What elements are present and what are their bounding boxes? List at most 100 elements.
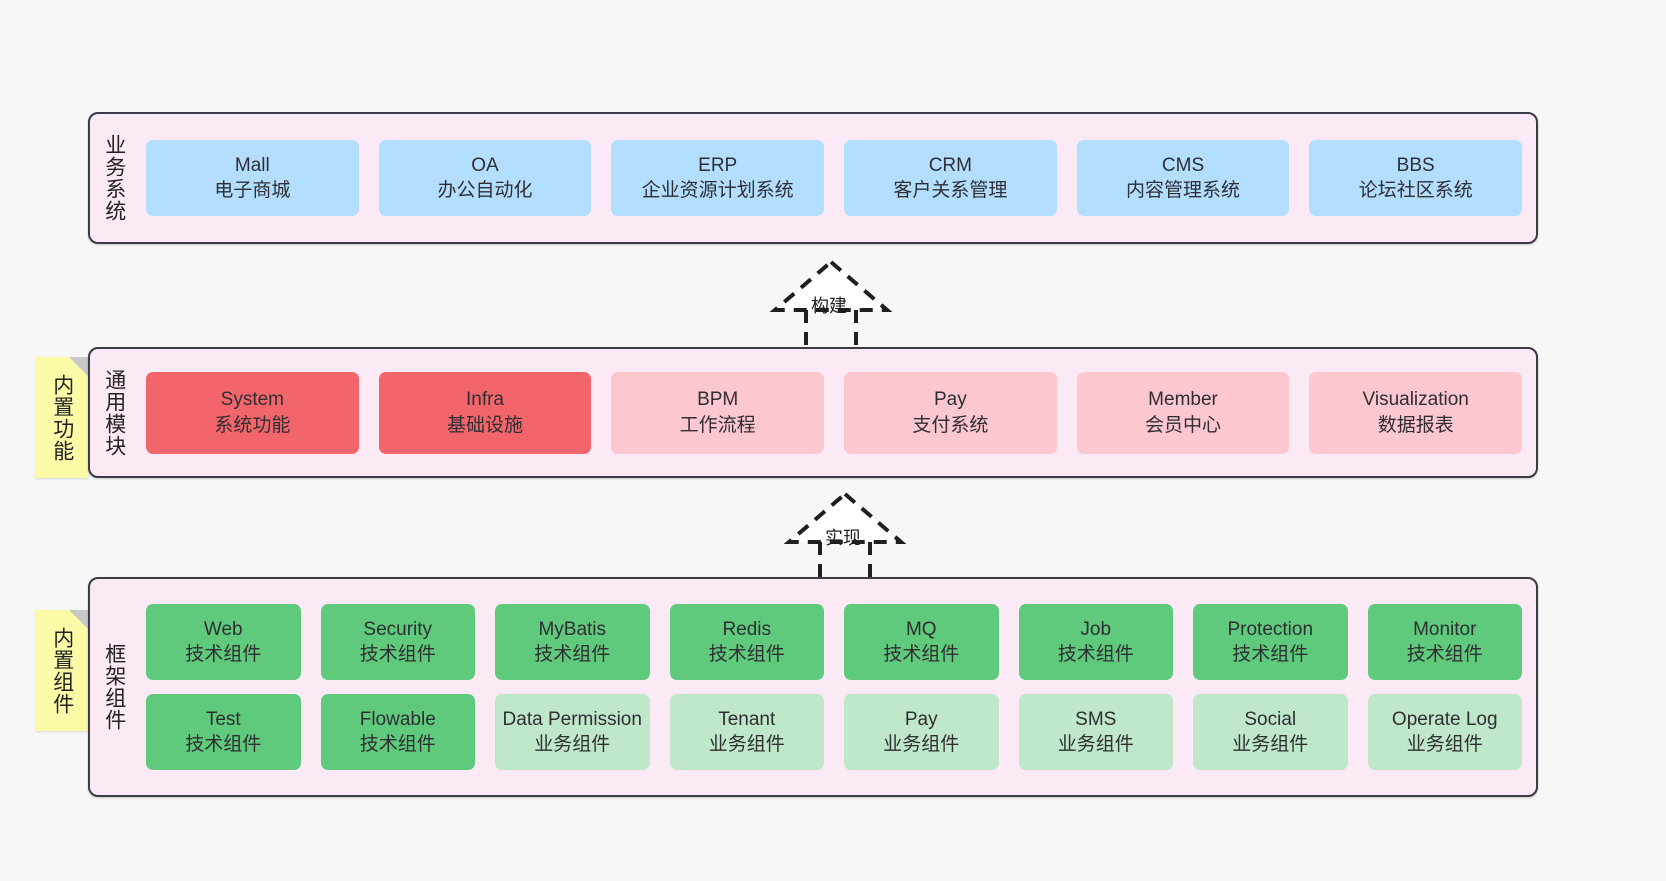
card-test-desc: 技术组件 xyxy=(185,734,262,755)
card-erp-name: ERP xyxy=(698,154,738,176)
card-member-desc: 会员中心 xyxy=(1145,414,1222,436)
common-modules-row: System 系统功能 Infra 基础设施 BPM 工作流程 Pay 支付系统… xyxy=(146,371,1523,454)
card-member-name: Member xyxy=(1148,389,1218,411)
card-pay-module-name: Pay xyxy=(933,389,967,411)
note-builtin-components-label: 内置组件 xyxy=(50,626,74,715)
card-monitor[interactable]: Monitor 技术组件 xyxy=(1367,604,1522,680)
card-security-desc: 技术组件 xyxy=(359,644,436,665)
card-mybatis[interactable]: MyBatis 技术组件 xyxy=(495,604,650,680)
card-pay-module-desc: 支付系统 xyxy=(912,414,989,436)
card-flowable-desc: 技术组件 xyxy=(359,734,436,755)
layer-common-modules-title: 通用模块 xyxy=(102,368,126,457)
card-data-permission-name: Data Permission xyxy=(502,708,642,730)
card-mall-name: Mall xyxy=(234,154,270,176)
card-redis-name: Redis xyxy=(722,618,772,640)
connector-implement-label: 实现 xyxy=(825,528,861,548)
card-tenant[interactable]: Tenant 业务组件 xyxy=(669,694,824,770)
layer-framework-components-title: 框架组件 xyxy=(102,643,126,731)
card-security[interactable]: Security 技术组件 xyxy=(320,604,475,680)
card-system-desc: 系统功能 xyxy=(214,414,291,436)
card-security-name: Security xyxy=(363,618,433,640)
card-web-name: Web xyxy=(203,618,243,640)
card-data-permission[interactable]: Data Permission 业务组件 xyxy=(495,694,650,770)
card-pay-component[interactable]: Pay 业务组件 xyxy=(844,694,999,770)
card-tenant-desc: 业务组件 xyxy=(708,734,785,755)
card-oa-name: OA xyxy=(471,154,499,176)
note-builtin-features-label: 内置功能 xyxy=(50,373,74,462)
card-operate-log[interactable]: Operate Log 业务组件 xyxy=(1367,694,1522,770)
card-pay-component-name: Pay xyxy=(904,708,938,730)
card-cms[interactable]: CMS 内容管理系统 xyxy=(1076,140,1290,216)
card-visualization-name: Visualization xyxy=(1362,389,1469,411)
layer-common-modules: 通用模块 System 系统功能 Infra 基础设施 BPM 工作流程 Pay… xyxy=(88,347,1538,478)
card-operate-log-name: Operate Log xyxy=(1391,708,1498,730)
build-shaft xyxy=(804,310,858,346)
card-bbs[interactable]: BBS 论坛社区系统 xyxy=(1309,140,1523,216)
card-mq-name: MQ xyxy=(905,618,937,640)
card-pay-module[interactable]: Pay 支付系统 xyxy=(844,371,1057,454)
card-bpm[interactable]: BPM 工作流程 xyxy=(611,371,825,454)
card-test-name: Test xyxy=(205,708,241,730)
card-protection[interactable]: Protection 技术组件 xyxy=(1193,604,1348,680)
card-monitor-name: Monitor xyxy=(1413,618,1477,640)
card-infra-desc: 基础设施 xyxy=(447,414,524,436)
card-bbs-desc: 论坛社区系统 xyxy=(1358,180,1473,201)
card-tenant-name: Tenant xyxy=(718,708,776,730)
card-crm[interactable]: CRM 客户关系管理 xyxy=(844,140,1057,216)
card-social-desc: 业务组件 xyxy=(1232,734,1309,755)
card-mall[interactable]: Mall 电子商城 xyxy=(146,140,359,216)
card-visualization-desc: 数据报表 xyxy=(1377,414,1454,436)
card-system[interactable]: System 系统功能 xyxy=(146,371,359,454)
card-data-permission-desc: 业务组件 xyxy=(534,734,611,755)
card-mybatis-name: MyBatis xyxy=(538,618,607,640)
build-arrowhead xyxy=(769,259,893,312)
card-web[interactable]: Web 技术组件 xyxy=(146,604,301,680)
card-crm-desc: 客户关系管理 xyxy=(893,180,1008,201)
implement-shaft xyxy=(818,542,872,578)
card-social-name: Social xyxy=(1244,708,1297,730)
card-mq[interactable]: MQ 技术组件 xyxy=(844,604,999,680)
card-job-name: Job xyxy=(1080,618,1112,640)
card-redis[interactable]: Redis 技术组件 xyxy=(669,604,824,680)
card-oa-desc: 办公自动化 xyxy=(437,180,533,201)
card-infra-name: Infra xyxy=(465,389,505,411)
framework-components-row-business: Test 技术组件 Flowable 技术组件 Data Permission … xyxy=(146,694,1522,770)
card-mq-desc: 技术组件 xyxy=(883,644,960,665)
card-infra[interactable]: Infra 基础设施 xyxy=(378,371,592,454)
card-member[interactable]: Member 会员中心 xyxy=(1076,371,1290,454)
card-erp[interactable]: ERP 企业资源计划系统 xyxy=(611,140,825,216)
layer-business-system-body: Mall 电子商城 OA 办公自动化 ERP 企业资源计划系统 CRM 客户关系… xyxy=(138,114,1536,242)
card-erp-desc: 企业资源计划系统 xyxy=(641,180,794,201)
card-job[interactable]: Job 技术组件 xyxy=(1018,604,1173,680)
business-system-row: Mall 电子商城 OA 办公自动化 ERP 企业资源计划系统 CRM 客户关系… xyxy=(146,140,1523,216)
card-web-desc: 技术组件 xyxy=(185,644,262,665)
framework-components-row-tech: Web 技术组件 Security 技术组件 MyBatis 技术组件 Redi… xyxy=(146,604,1522,680)
connector-build-label: 构建 xyxy=(811,296,847,316)
card-bpm-name: BPM xyxy=(697,389,739,411)
layer-common-modules-body: System 系统功能 Infra 基础设施 BPM 工作流程 Pay 支付系统… xyxy=(138,349,1536,476)
card-pay-component-desc: 业务组件 xyxy=(883,734,960,755)
layer-business-system-title: 业务系统 xyxy=(102,134,126,222)
connector-build: 构建 xyxy=(756,258,906,346)
note-builtin-features: 内置功能 xyxy=(36,357,88,478)
layer-framework-components-body: Web 技术组件 Security 技术组件 MyBatis 技术组件 Redi… xyxy=(138,579,1536,795)
card-redis-desc: 技术组件 xyxy=(708,644,785,665)
card-visualization[interactable]: Visualization 数据报表 xyxy=(1309,371,1523,454)
card-flowable[interactable]: Flowable 技术组件 xyxy=(320,694,475,770)
card-sms-desc: 业务组件 xyxy=(1057,734,1134,755)
card-monitor-desc: 技术组件 xyxy=(1406,644,1483,665)
card-bpm-desc: 工作流程 xyxy=(679,414,756,436)
card-crm-name: CRM xyxy=(928,154,972,176)
card-oa[interactable]: OA 办公自动化 xyxy=(378,140,592,216)
card-social[interactable]: Social 业务组件 xyxy=(1193,694,1348,770)
implement-arrowhead xyxy=(783,491,907,544)
connector-implement: 实现 xyxy=(770,490,920,578)
card-flowable-name: Flowable xyxy=(359,708,436,730)
card-test[interactable]: Test 技术组件 xyxy=(146,694,301,770)
layer-framework-components: 框架组件 Web 技术组件 Security 技术组件 MyBatis 技术组件… xyxy=(88,577,1538,797)
card-mybatis-desc: 技术组件 xyxy=(534,644,611,665)
card-cms-name: CMS xyxy=(1161,154,1205,176)
card-sms[interactable]: SMS 业务组件 xyxy=(1018,694,1173,770)
card-job-desc: 技术组件 xyxy=(1057,644,1134,665)
